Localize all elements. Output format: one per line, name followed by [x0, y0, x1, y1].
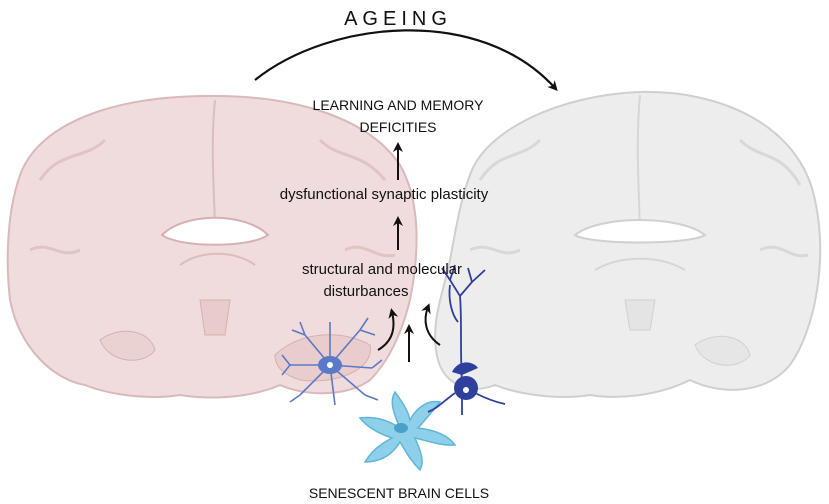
arrow-microglia-to-structural [377, 308, 399, 351]
label-outcome-line2: DEFICITIES [359, 119, 436, 135]
label-structural-line2: disturbances [323, 283, 408, 300]
label-synaptic: dysfunctional synaptic plasticity [280, 186, 489, 203]
astrocyte-icon [358, 390, 457, 472]
label-outcome-line1: LEARNING AND MEMORY [313, 97, 485, 113]
arrow-neuron-to-structural [421, 303, 441, 346]
young-brain-icon [6, 94, 418, 399]
title-ageing: AGEING [344, 8, 452, 30]
microglia-icon [281, 317, 383, 406]
label-senescent-cells: SENESCENT BRAIN CELLS [309, 485, 489, 501]
ageing-arrow [254, 29, 558, 91]
label-structural-line1: structural and molecular [302, 261, 462, 278]
neuron-icon [427, 264, 506, 415]
aged-brain-icon [434, 90, 822, 398]
